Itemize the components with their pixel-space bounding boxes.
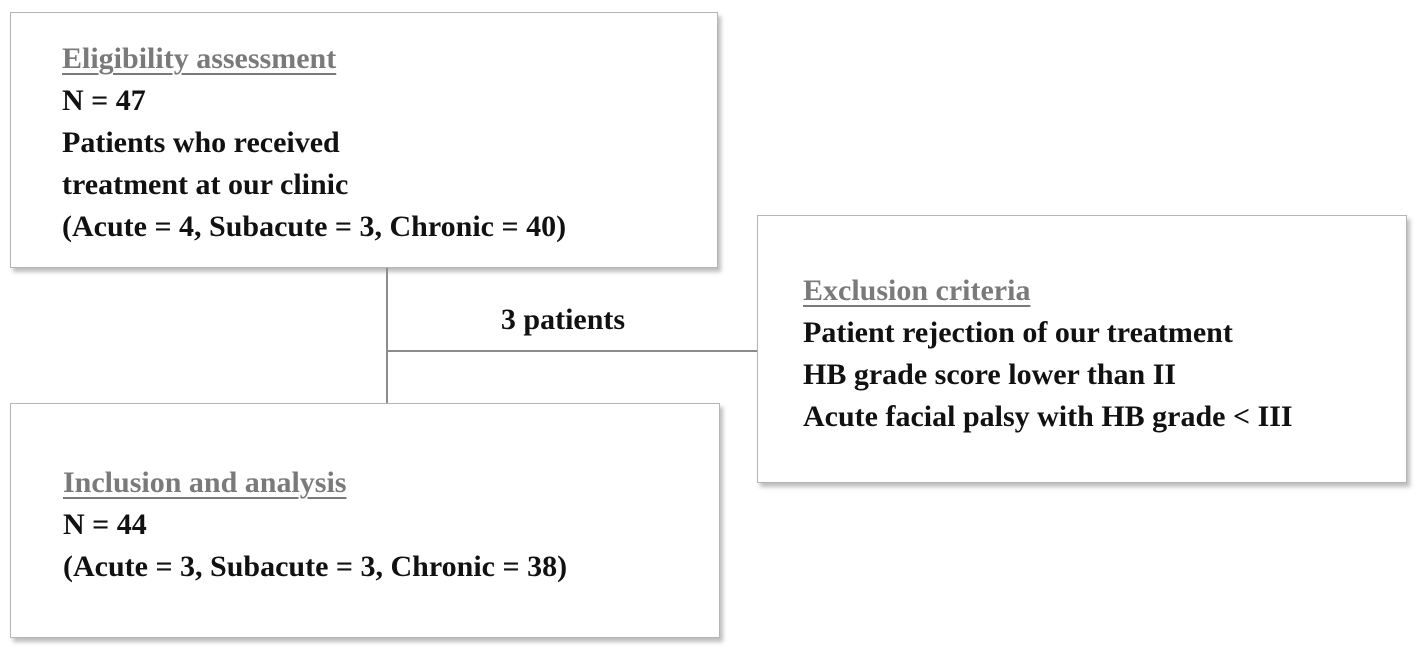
connector-horizontal-line: [386, 350, 757, 352]
exclusion-criterion-line-3: Acute facial palsy with HB grade < III: [803, 400, 1293, 433]
eligibility-box-title: Eligibility assessment: [62, 42, 337, 75]
exclusion-criterion-line-2: HB grade score lower than II: [803, 358, 1177, 391]
eligibility-breakdown-line: (Acute = 4, Subacute = 3, Chronic = 40): [62, 210, 567, 243]
connector-vertical-line: [386, 268, 388, 403]
inclusion-box-title: Inclusion and analysis: [63, 466, 347, 499]
inclusion-breakdown-line: (Acute = 3, Subacute = 3, Chronic = 38): [63, 550, 568, 583]
eligibility-description-line-1: Patients who received: [62, 126, 340, 159]
eligibility-description-line-2: treatment at our clinic: [62, 168, 349, 201]
exclusion-box-title: Exclusion criteria: [803, 274, 1031, 307]
inclusion-analysis-box: Inclusion and analysis N = 44 (Acute = 3…: [10, 403, 720, 638]
exclusion-criterion-line-1: Patient rejection of our treatment: [803, 316, 1233, 349]
inclusion-n-line: N = 44: [63, 508, 147, 541]
exclusion-criteria-box: Exclusion criteria Patient rejection of …: [757, 215, 1407, 483]
eligibility-n-line: N = 47: [62, 84, 146, 117]
excluded-patients-count-label: 3 patients: [500, 303, 626, 336]
eligibility-assessment-box: Eligibility assessment N = 47 Patients w…: [10, 12, 718, 268]
